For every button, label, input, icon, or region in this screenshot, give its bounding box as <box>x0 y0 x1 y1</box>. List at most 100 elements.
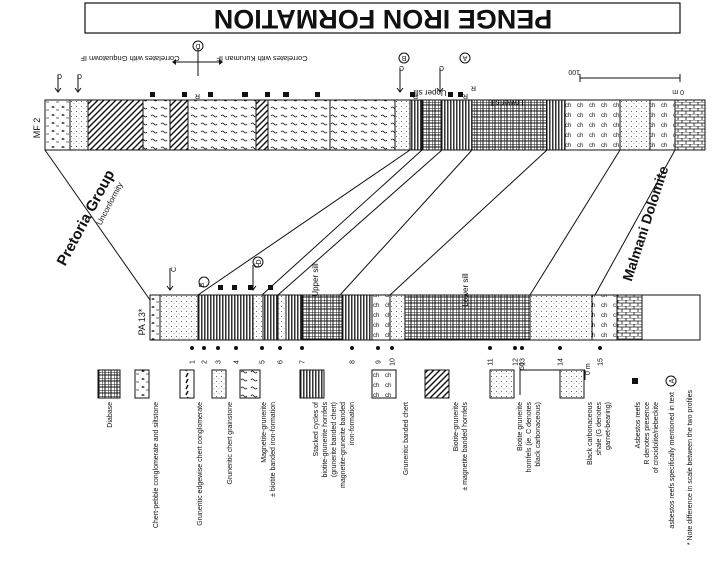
marker-R-3: R <box>463 92 468 99</box>
sample-number-8: 8 <box>350 360 357 364</box>
sample-number-14: 14 <box>558 358 565 366</box>
legend-swatch-grainstone <box>212 370 226 398</box>
scale-bottom-0: 0 m <box>585 363 592 375</box>
unit-grainstone-2 <box>143 100 170 150</box>
sample-number-5: 5 <box>260 360 267 364</box>
legend-black-shale-3: garnet-bearing) <box>605 402 612 450</box>
legend-swatch-chert-pebble <box>135 370 149 398</box>
marker-A-top: A <box>462 54 467 61</box>
legend-black-shale-2: shale (G denotes <box>596 402 603 456</box>
sample-dot-1 <box>190 346 194 350</box>
legend-swatch-black-shale <box>560 370 584 398</box>
legend-swatch-asbestos <box>632 378 638 384</box>
marker-D-top: D <box>195 42 200 49</box>
sample-dot-2 <box>202 346 206 350</box>
sample-number-9: 9 <box>376 360 383 364</box>
sample-dot-11 <box>488 346 492 350</box>
legend-chert-pebble: Chert-pebble conglomerate and siltstone <box>153 402 160 528</box>
figure-title: PENGE IRON FORMATION <box>214 4 553 34</box>
marker-R-2: R <box>413 92 418 99</box>
unit-grainstone-5 <box>330 100 395 150</box>
label-correlates-kuruman: Correlates with Kuruman IF <box>216 54 308 63</box>
legend-biotite-grunerite-1: Biotite-grunerite <box>453 402 460 452</box>
sample-number-3: 3 <box>216 360 223 364</box>
marker-C-top-1: C <box>57 72 62 79</box>
asbestos-markers-bottom <box>218 285 273 290</box>
unit-biotite-hornfels-2 <box>620 100 650 150</box>
legend-biotite-grunerite-2: ± magnetite banded hornfels <box>462 402 469 491</box>
scale-bottom-50: 50 <box>519 362 526 370</box>
legend-diabase: Diabase <box>107 402 114 428</box>
marker-B-bottom: B <box>199 282 206 287</box>
sample-dot-12 <box>513 346 517 350</box>
legend-biotite-hornfels-3: black carbonaceous) <box>535 402 542 467</box>
label-pretoria-group: Pretoria Group <box>54 167 119 268</box>
sample-dot-14 <box>558 346 562 350</box>
sample-dot-5 <box>260 346 264 350</box>
legend-stacked-2: biotite-grunerite hornfels <box>322 402 329 478</box>
legend-biotite-hornfels-2: hornfels (ie. C denotes <box>526 402 533 473</box>
pa-unit-pretoria <box>150 295 160 340</box>
sample-number-2: 2 <box>202 360 209 364</box>
legend-stacked-3: (grunerite banded chert) <box>331 402 338 477</box>
title-banner: PENGE IRON FORMATION <box>85 3 680 34</box>
sample-dot-4 <box>234 346 238 350</box>
pa-unit-black-shale <box>530 295 592 340</box>
marker-R-1: R <box>195 92 200 99</box>
pa-unit-grainstone <box>160 295 198 340</box>
label-lower-sill-top: Lower sill <box>490 98 524 107</box>
pa-unit-malmani <box>617 295 642 340</box>
scale-top-100: 100 <box>568 68 580 75</box>
unit-biotite-grunerite-2 <box>170 100 188 150</box>
legend-swatch-diabase <box>98 370 120 398</box>
legend-magnetite-grunerite-1: Magnetite-grunerite <box>261 402 268 463</box>
unit-chert-grainstone-1 <box>70 100 88 150</box>
legend-grainstone: Gruneritic chert grainstone <box>227 402 234 485</box>
unit-upper-sill <box>422 100 442 150</box>
unit-biotite-grunerite-1 <box>88 100 143 150</box>
legend-magnetite-grunerite-2: ± biotite banded iron-formation <box>270 402 277 497</box>
pa-unit-banded-chert-2 <box>592 295 617 340</box>
legend-asbestos-1: Asbestos reefs <box>635 402 642 449</box>
sample-dot-13 <box>520 346 524 350</box>
pa-unit-biotite-hornfels <box>390 295 405 340</box>
legend-edgewise: Gruneritic edgewise chert conglomerate <box>197 402 204 526</box>
label-malmani-dolomite: Malmani Dolomite <box>619 164 671 283</box>
marker-C-top-3: C <box>399 64 404 71</box>
unit-stacked-3 <box>547 100 565 150</box>
profile-pa13: PA 13* Upper sill Lower sill <box>137 263 700 340</box>
correlation-lines <box>45 150 675 300</box>
sample-number-15: 15 <box>598 358 605 366</box>
label-correlates-griquatown: Correlates with Griquatown IF <box>80 54 180 63</box>
marker-C-bottom-2: C <box>254 263 261 268</box>
scale-top-0: 0 m <box>672 88 684 95</box>
legend-black-shale-1: Black carbonaceous <box>587 402 594 466</box>
pa-unit-stacked-3 <box>286 295 302 340</box>
legend-asbestos-2: R denotes presence <box>644 402 651 465</box>
marker-C-bottom-1: C <box>171 267 178 272</box>
sample-dot-9 <box>376 346 380 350</box>
pa-unit-stacked-4 <box>342 295 372 340</box>
pa-unit-stacked-2 <box>263 295 278 340</box>
label-mf2: MF 2 <box>32 118 42 139</box>
correlation-note: Correlates with Griquatown IF Correlates… <box>80 48 308 76</box>
legend-stacked-1: Stacked cycles of <box>313 402 320 457</box>
legend-swatch-biotite-grunerite <box>425 370 449 398</box>
pa-unit-stacked-1 <box>198 295 253 340</box>
sample-dot-15 <box>598 346 602 350</box>
legend-swatch-stacked <box>300 370 324 398</box>
unit-stacked-1 <box>410 100 422 150</box>
legend-asbestos-note: asbestos reefs specifically mentioned in… <box>669 392 676 529</box>
unit-malmani <box>675 100 705 150</box>
sample-dot-6 <box>278 346 282 350</box>
legend-asbestos-3: of crocidolite/riebeckite <box>653 402 660 473</box>
legend-swatch-edgewise <box>180 370 194 398</box>
legend-swatch-magnetite-grunerite <box>240 370 260 398</box>
legend-biotite-hornfels-1: Biotite grunerite <box>517 402 524 451</box>
unit-pretoria-cong <box>45 100 70 150</box>
sample-number-6: 6 <box>278 360 285 364</box>
unit-banded-chert-1 <box>565 100 620 150</box>
label-pa13: PA 13* <box>137 308 147 335</box>
unit-grainstone-3 <box>188 100 256 150</box>
